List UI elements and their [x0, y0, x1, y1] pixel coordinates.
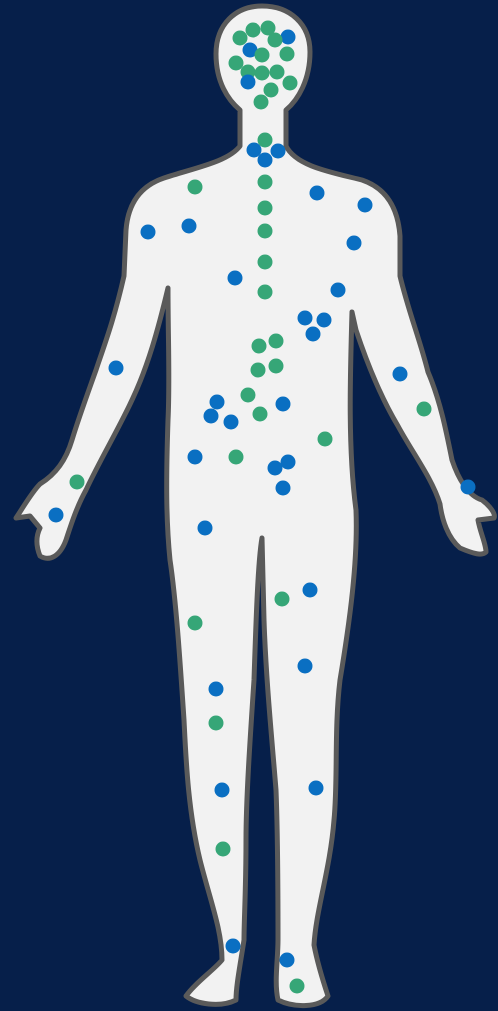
green-marker-dot: [233, 31, 248, 46]
blue-marker-dot: [241, 75, 256, 90]
green-marker-dot: [70, 475, 85, 490]
green-marker-dot: [258, 285, 273, 300]
blue-marker-dot: [271, 144, 286, 159]
blue-marker-dot: [209, 682, 224, 697]
green-marker-dot: [229, 450, 244, 465]
blue-marker-dot: [461, 480, 476, 495]
blue-marker-dot: [258, 153, 273, 168]
blue-marker-dot: [303, 583, 318, 598]
blue-marker-dot: [188, 450, 203, 465]
blue-marker-dot: [280, 953, 295, 968]
blue-marker-dot: [317, 313, 332, 328]
green-marker-dot: [229, 56, 244, 71]
blue-marker-dot: [393, 367, 408, 382]
green-marker-dot: [241, 388, 256, 403]
green-marker-dot: [417, 402, 432, 417]
blue-marker-dot: [276, 397, 291, 412]
green-marker-dot: [258, 224, 273, 239]
green-marker-dot: [290, 979, 305, 994]
blue-marker-dot: [268, 461, 283, 476]
green-marker-dot: [264, 83, 279, 98]
blue-marker-dot: [49, 508, 64, 523]
green-marker-dot: [275, 592, 290, 607]
blue-marker-dot: [306, 327, 321, 342]
green-marker-dot: [258, 175, 273, 190]
blue-marker-dot: [141, 225, 156, 240]
blue-marker-dot: [298, 659, 313, 674]
green-marker-dot: [188, 616, 203, 631]
blue-marker-dot: [210, 395, 225, 410]
green-marker-dot: [246, 23, 261, 38]
blue-marker-dot: [204, 409, 219, 424]
green-marker-dot: [318, 432, 333, 447]
blue-marker-dot: [298, 311, 313, 326]
green-marker-dot: [283, 76, 298, 91]
green-marker-dot: [253, 407, 268, 422]
blue-marker-dot: [226, 939, 241, 954]
blue-marker-dot: [310, 186, 325, 201]
blue-marker-dot: [276, 481, 291, 496]
blue-marker-dot: [347, 236, 362, 251]
blue-marker-dot: [109, 361, 124, 376]
green-marker-dot: [270, 65, 285, 80]
blue-marker-dot: [309, 781, 324, 796]
green-marker-dot: [269, 359, 284, 374]
blue-marker-dot: [358, 198, 373, 213]
blue-marker-dot: [331, 283, 346, 298]
green-marker-dot: [254, 95, 269, 110]
green-marker-dot: [280, 47, 295, 62]
green-marker-dot: [252, 339, 267, 354]
green-marker-dot: [255, 48, 270, 63]
blue-marker-dot: [182, 219, 197, 234]
green-marker-dot: [209, 716, 224, 731]
green-marker-dot: [251, 363, 266, 378]
green-marker-dot: [188, 180, 203, 195]
blue-marker-dot: [281, 455, 296, 470]
blue-marker-dot: [215, 783, 230, 798]
green-marker-dot: [258, 201, 273, 216]
blue-marker-dot: [198, 521, 213, 536]
green-marker-dot: [255, 66, 270, 81]
blue-marker-dot: [281, 30, 296, 45]
green-marker-dot: [268, 33, 283, 48]
blue-marker-dot: [228, 271, 243, 286]
green-marker-dot: [216, 842, 231, 857]
green-marker-dot: [258, 255, 273, 270]
blue-marker-dot: [224, 415, 239, 430]
green-marker-dot: [269, 334, 284, 349]
